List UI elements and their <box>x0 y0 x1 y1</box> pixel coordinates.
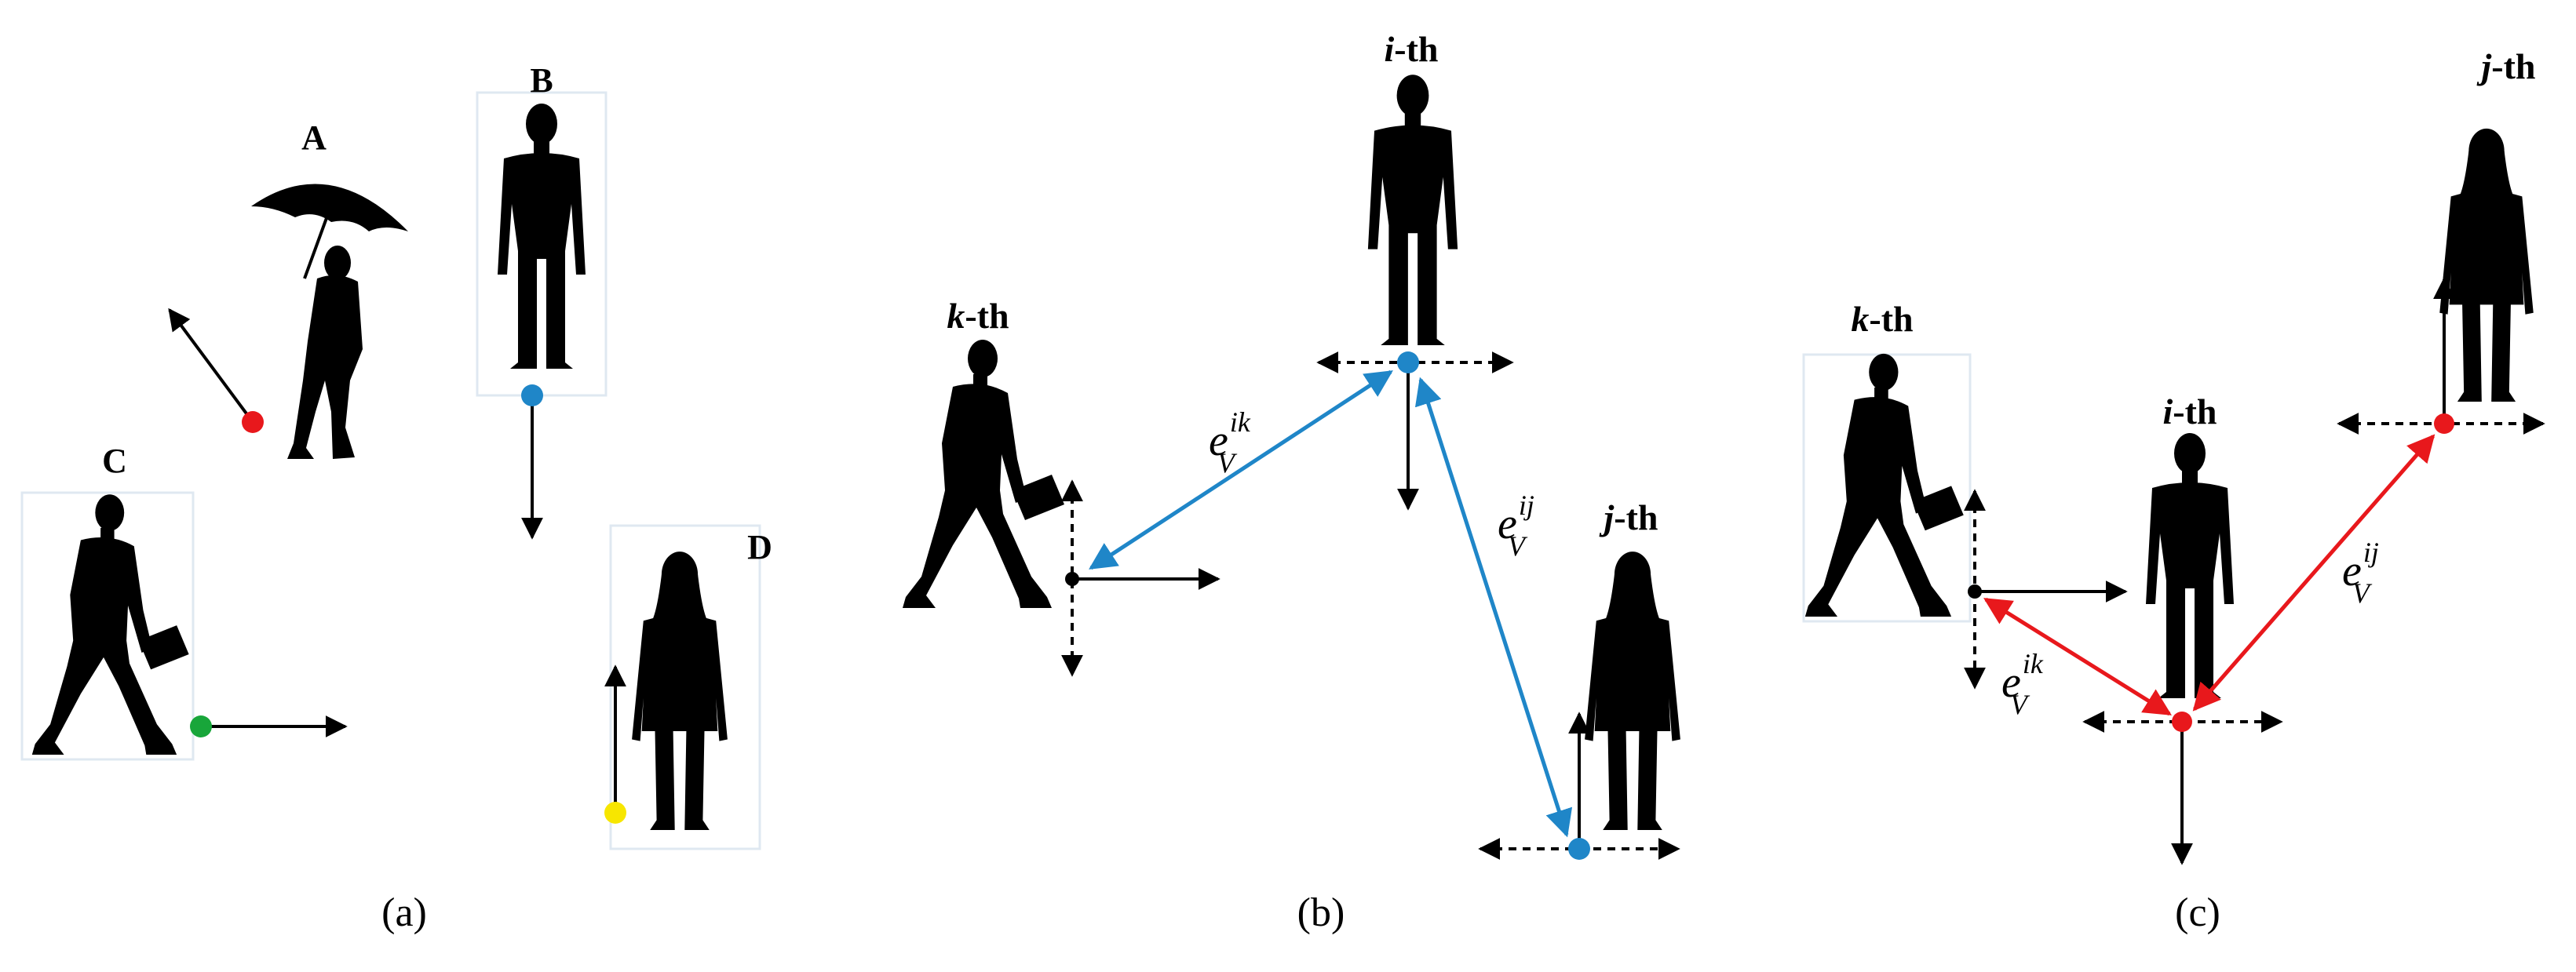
panel-b-person-i-label: i-th <box>1384 29 1438 69</box>
person-d-dot <box>604 802 626 824</box>
panel-c-j-dot <box>2434 413 2454 434</box>
panel-b-k-dot <box>1065 572 1079 586</box>
panel-b-j-dot <box>1568 838 1590 860</box>
panel-b-person-j-silhouette <box>1585 552 1680 830</box>
panel-c-edge-ij <box>2192 434 2436 712</box>
panel-b-edge-ik <box>1089 370 1393 570</box>
panel-b-person-k-label: k-th <box>947 296 1009 336</box>
panel-c-edge-ik <box>1983 597 2172 716</box>
panel-c-person-j-label: j-th <box>2476 46 2535 86</box>
person-b-label: B <box>530 61 553 100</box>
panel-c-person-j-silhouette <box>2439 128 2534 402</box>
panel-a: A B C D (a) <box>20 61 772 935</box>
panel-b-edge-ij <box>1414 377 1573 838</box>
person-a-label: A <box>301 118 327 157</box>
panel-c-k-dot <box>1968 584 1982 599</box>
person-a-velocity-arrow <box>168 308 254 424</box>
panel-c-i-dot <box>2172 712 2192 732</box>
panel-b-person-k-silhouette <box>903 340 1064 608</box>
person-c-dot <box>190 715 212 737</box>
person-c-label: C <box>102 442 127 480</box>
panel-b-person-i-silhouette <box>1367 75 1458 346</box>
person-b-dot <box>521 384 543 406</box>
panel-c-person-i-silhouette <box>2146 433 2234 698</box>
panel-b-i-dot <box>1397 351 1419 373</box>
person-a-silhouette <box>250 182 410 461</box>
panel-b-caption: (b) <box>1297 890 1345 935</box>
panel-c-person-i-label: i-th <box>2162 391 2217 431</box>
panel-b-person-j-label: j-th <box>1598 497 1658 537</box>
panel-c-person-k-label: k-th <box>1851 299 1913 339</box>
person-d-label: D <box>747 528 772 566</box>
panel-c-caption: (c) <box>2175 890 2220 935</box>
person-a-dot <box>242 411 264 433</box>
panel-a-caption: (a) <box>381 890 427 935</box>
